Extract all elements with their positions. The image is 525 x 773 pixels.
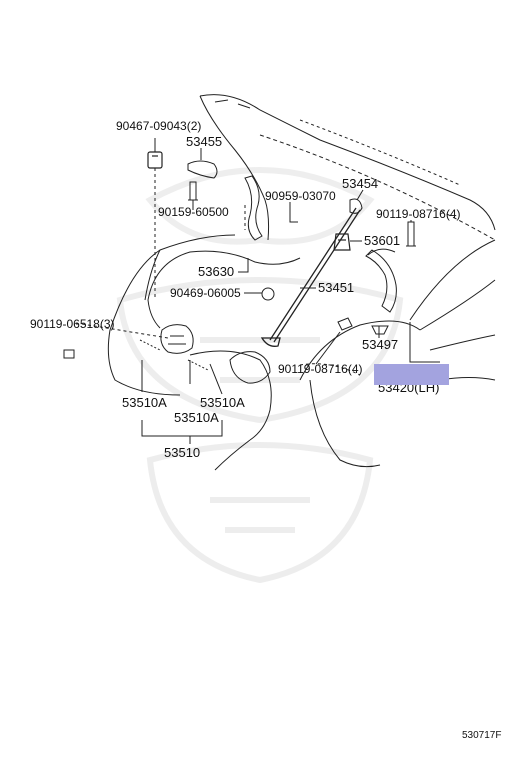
lock-assembly-53510	[139, 324, 209, 371]
hood-release-cable	[147, 205, 301, 329]
label-53451: 53451	[318, 280, 354, 295]
label-53510: 53510	[164, 445, 200, 460]
label-53510a-right: 53510A	[200, 395, 245, 410]
clip-90469	[261, 287, 275, 301]
clip-53454	[349, 198, 363, 214]
bolt-90119-left	[63, 349, 75, 359]
hood-hinge-right	[365, 248, 397, 313]
figure-code: 530717F	[462, 730, 501, 741]
label-53497: 53497	[362, 337, 398, 352]
label-53510a-center: 53510A	[174, 410, 219, 425]
bolt-90119-top	[406, 221, 416, 247]
seal-53497	[371, 325, 389, 335]
label-90119-08716-top: 90119-08716(4)	[376, 207, 461, 221]
clip-90467	[147, 151, 163, 169]
label-90159-60500: 90159-60500	[158, 205, 229, 219]
watermark-emblem	[116, 167, 404, 584]
label-90959-03070: 90959-03070	[265, 189, 336, 203]
bolt-90119-bottom	[337, 317, 353, 331]
label-53630: 53630	[198, 264, 234, 279]
hood-outline	[199, 94, 496, 241]
label-53454: 53454	[342, 176, 378, 191]
hood-hinge-left	[244, 175, 263, 241]
clip-53455	[187, 160, 218, 179]
label-90467-09043: 90467-09043(2)	[116, 119, 201, 133]
label-90119-08716-bottom: 90119-08716(4)	[278, 362, 363, 376]
hood-support-rod	[260, 207, 361, 347]
car-body-outline	[107, 234, 496, 471]
bumper-53601	[333, 233, 351, 251]
callout-labels: 90467-09043(2) 53455 90159-60500 90959-0…	[30, 119, 501, 741]
label-53510a-left: 53510A	[122, 395, 167, 410]
label-53455: 53455	[186, 134, 222, 149]
bolt-90159	[188, 181, 198, 201]
leader-lines	[76, 138, 440, 444]
label-90119-06518: 90119-06518(3)	[30, 317, 115, 331]
label-53601: 53601	[364, 233, 400, 248]
label-90469-06005: 90469-06005	[170, 286, 241, 300]
highlight-box	[374, 364, 449, 385]
